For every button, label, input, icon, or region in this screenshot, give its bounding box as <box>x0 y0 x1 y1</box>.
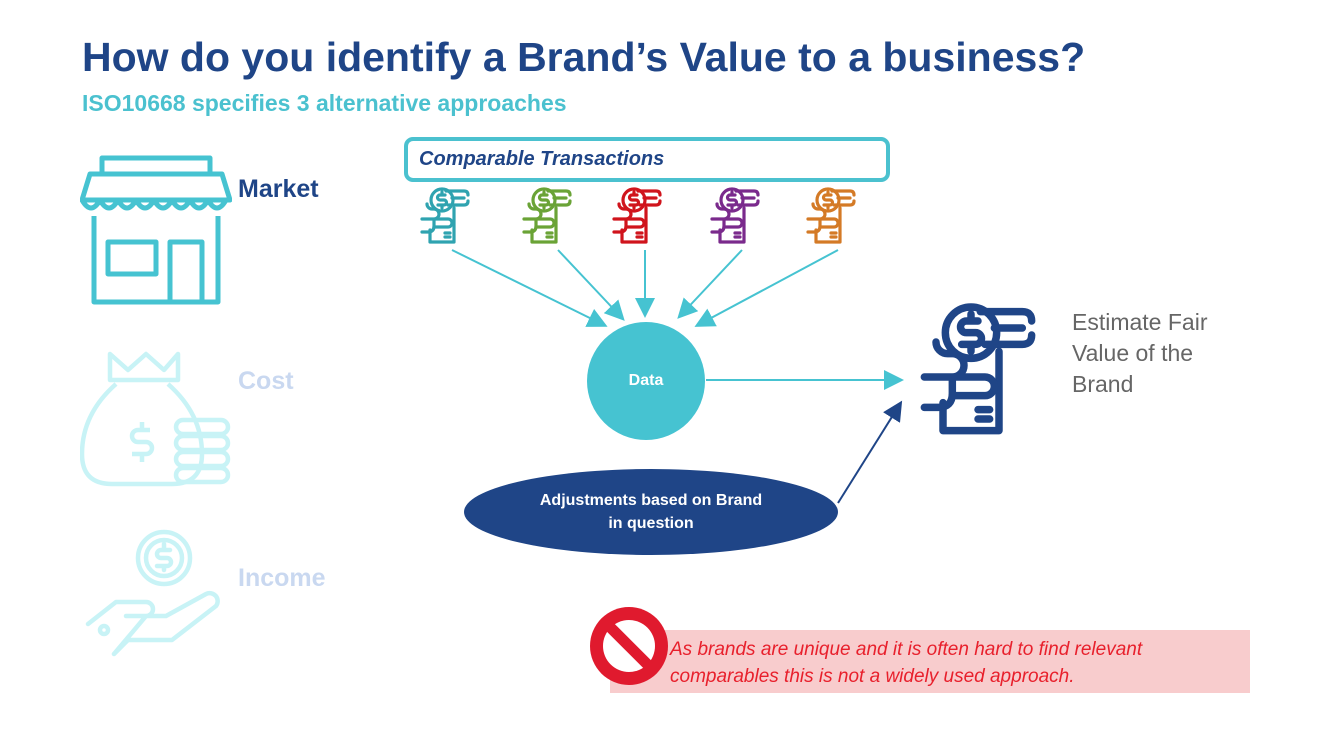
store-icon <box>80 155 232 305</box>
page-title: How do you identify a Brand’s Value to a… <box>82 34 1086 80</box>
arrow-orange-to-data <box>694 249 839 327</box>
data-node: Data <box>587 322 705 440</box>
approach-market: Market <box>238 175 319 203</box>
approach-cost: Cost <box>238 367 294 395</box>
warning-text: As brands are unique and it is often har… <box>670 639 1143 687</box>
fair-value-text: Estimate Fair Value of the Brand <box>1072 309 1208 397</box>
warning-box <box>610 630 1250 693</box>
adjustments-label: Adjustments based on Brand in question <box>539 492 763 532</box>
comparable-transactions-box: Comparable Transactions <box>404 137 890 182</box>
adjustments-node: Adjustments based on Brand in question <box>464 469 838 555</box>
no-entry-icon <box>590 607 668 685</box>
money-bag-icon <box>80 351 231 487</box>
arrow-adjustments-to-result <box>837 400 903 504</box>
page-subtitle: ISO10668 specifies 3 alternative approac… <box>82 90 567 116</box>
arrow-green-to-data <box>557 249 625 321</box>
comparable-transactions-label: Comparable Transactions <box>419 148 665 170</box>
arrow-teal-to-data <box>451 249 608 327</box>
fair-value-transaction-icon <box>915 300 1055 440</box>
approach-income: Income <box>238 564 326 592</box>
hand-coin-icon <box>85 529 220 657</box>
arrow-purple-to-data <box>677 249 743 319</box>
